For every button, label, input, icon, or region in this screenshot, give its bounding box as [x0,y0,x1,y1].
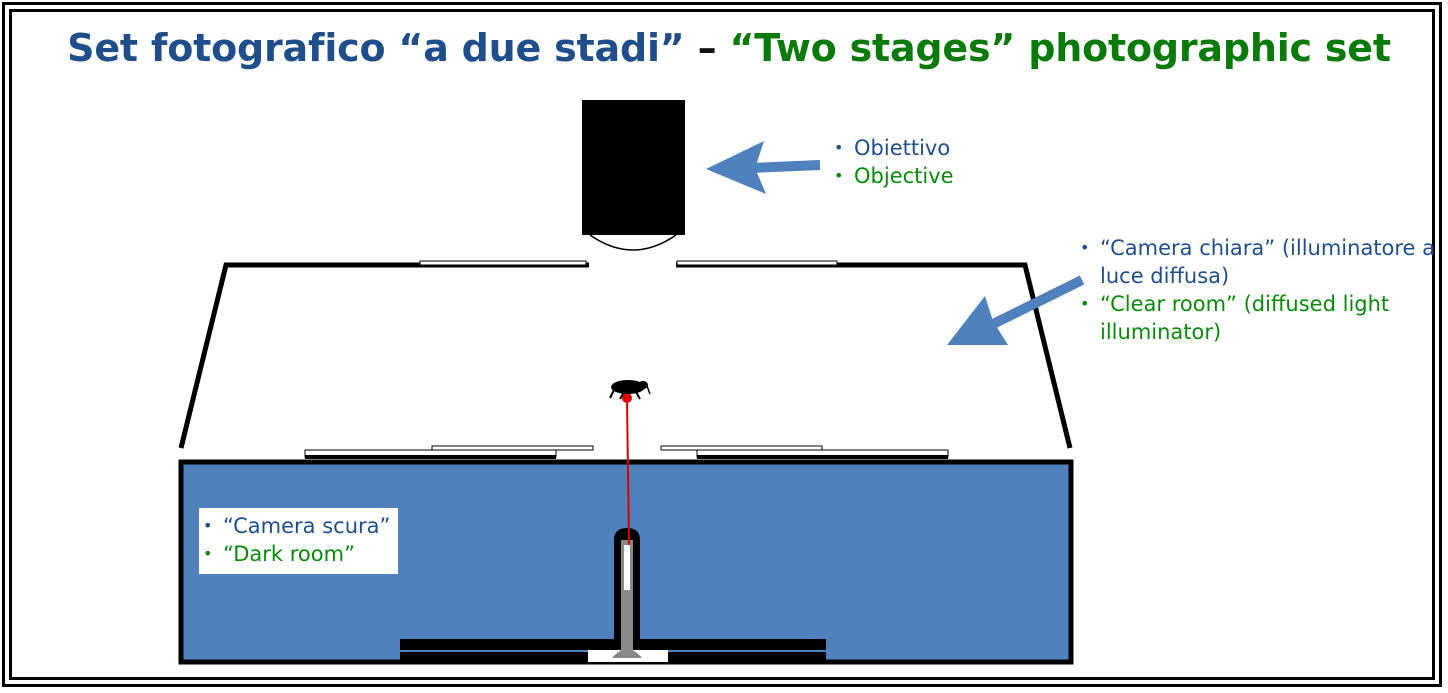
base-plate-upper [400,639,826,650]
title-english: “Two stages” photographic set [729,26,1391,70]
clear-room-label: “Camera chiara” (illuminatore a luce dif… [1080,234,1440,346]
insect-specimen [609,380,651,400]
clear-room-label-italian: “Camera chiara” (illuminatore a luce dif… [1080,234,1440,290]
mid-plate-right-edge [697,455,948,459]
title-italian: Set fotografico “a due stadi” [67,26,685,70]
mid-plate-left-edge [305,455,556,459]
objective-body [582,100,685,235]
dark-room-label-english: “Dark room” [203,540,390,568]
top-plate-left [419,260,587,266]
objective-label-italian: Obiettivo [834,134,954,162]
holder-foot [612,649,642,658]
clear-room-label-english: “Clear room” (diffused light illuminator… [1080,290,1440,346]
objective-opening [589,259,676,269]
dark-room-label-italian: “Camera scura” [203,512,390,540]
clear-room-outline [178,262,1073,449]
page-title: Set fotografico “a due stadi” – “Two sta… [0,26,1448,70]
laser-beam [626,397,630,546]
arrow-to-clear-room [947,275,1085,345]
top-plate-right [676,260,838,266]
objective-label-english: Objective [834,162,954,190]
laser-point [622,393,632,403]
objective-label: Obiettivo Objective [834,134,954,190]
arrow-to-objective [706,141,821,194]
dark-room-label: “Camera scura” “Dark room” [199,508,399,574]
mid-plate-left-upper [431,445,594,451]
holder-slot [624,545,630,590]
title-separator: – [697,26,717,70]
objective-lens [589,234,677,251]
mid-plate-right-upper [660,445,823,451]
